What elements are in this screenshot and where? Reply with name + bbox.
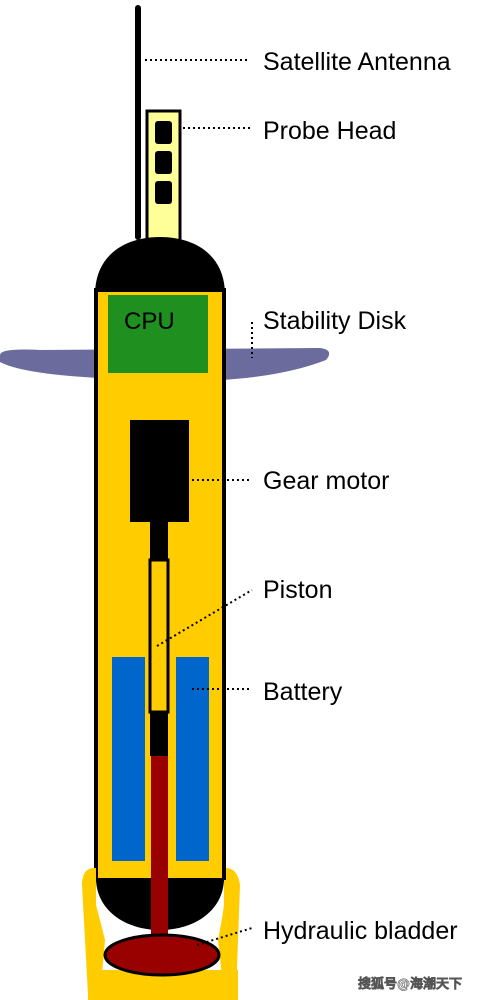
watermark: 搜狐号@海潮天下 xyxy=(358,976,462,992)
antenna-mast xyxy=(135,5,141,240)
probe-head-sensor xyxy=(155,181,172,204)
battery-right xyxy=(176,657,209,861)
probe-head-sensor xyxy=(155,121,172,144)
label-piston: Piston xyxy=(263,576,332,604)
cpu-block xyxy=(108,295,208,373)
piston-head xyxy=(150,712,168,756)
stability-disk-right xyxy=(222,348,330,380)
piston-shaft-top xyxy=(150,522,168,560)
label-battery: Battery xyxy=(263,678,343,706)
top-cap xyxy=(95,237,225,295)
bladder-stem xyxy=(151,756,168,946)
label-satellite-antenna: Satellite Antenna xyxy=(263,48,451,76)
leader-piston xyxy=(156,589,253,647)
probe-head-sensor xyxy=(155,151,172,174)
label-probe-head: Probe Head xyxy=(263,117,396,145)
bottom-fin-left xyxy=(82,868,105,995)
label-stability-disk: Stability Disk xyxy=(263,307,407,335)
label-gear-motor: Gear motor xyxy=(263,467,389,495)
cpu-label: CPU xyxy=(124,308,175,335)
gear-motor xyxy=(130,420,189,522)
piston-rod xyxy=(148,558,170,714)
hydraulic-bladder xyxy=(103,933,221,977)
body-edge-right xyxy=(222,290,226,880)
bottom-fin-right xyxy=(218,868,240,995)
label-hydraulic-bladder: Hydraulic bladder xyxy=(263,917,458,945)
battery-left xyxy=(112,657,145,861)
